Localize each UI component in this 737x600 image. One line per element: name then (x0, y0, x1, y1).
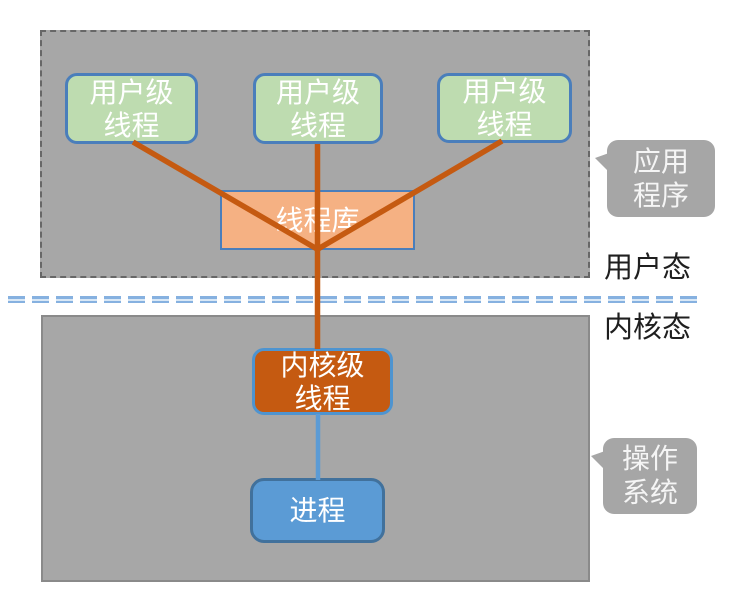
process-box: 进程 (250, 478, 385, 543)
application-callout-line1: 应用 (632, 144, 689, 178)
user-thread-label-line1: 用户级 (89, 75, 174, 109)
process-label: 进程 (289, 494, 346, 527)
user-thread-box-1: 用户级 线程 (65, 73, 198, 144)
user-thread-label-line1: 用户级 (275, 75, 360, 109)
user-mode-label: 用户态 (604, 250, 692, 284)
kernel-thread-label-line2: 线程 (294, 381, 351, 415)
user-thread-label-line2: 线程 (103, 108, 160, 142)
callout-tail-icon (591, 451, 605, 470)
user-thread-label-line1: 用户级 (462, 75, 547, 108)
os-callout-line1: 操作 (621, 442, 678, 475)
user-thread-label-line2: 线程 (476, 108, 533, 141)
kernel-thread-box: 内核级 线程 (252, 348, 393, 415)
kernel-mode-label: 内核态 (604, 310, 692, 344)
application-callout: 应用 程序 (595, 140, 715, 217)
os-callout-line2: 系统 (621, 476, 678, 509)
thread-library-box: 线程库 (220, 190, 415, 250)
callout-tail-icon (595, 153, 609, 172)
kernel-thread-label-line1: 内核级 (280, 348, 365, 382)
user-thread-box-3: 用户级 线程 (437, 73, 572, 143)
thread-library-label: 线程库 (275, 203, 360, 237)
mode-divider-line (8, 296, 698, 303)
application-callout-line2: 程序 (632, 178, 689, 212)
user-thread-box-2: 用户级 线程 (253, 73, 383, 144)
os-callout: 操作 系统 (591, 438, 697, 514)
user-thread-label-line2: 线程 (289, 108, 346, 142)
